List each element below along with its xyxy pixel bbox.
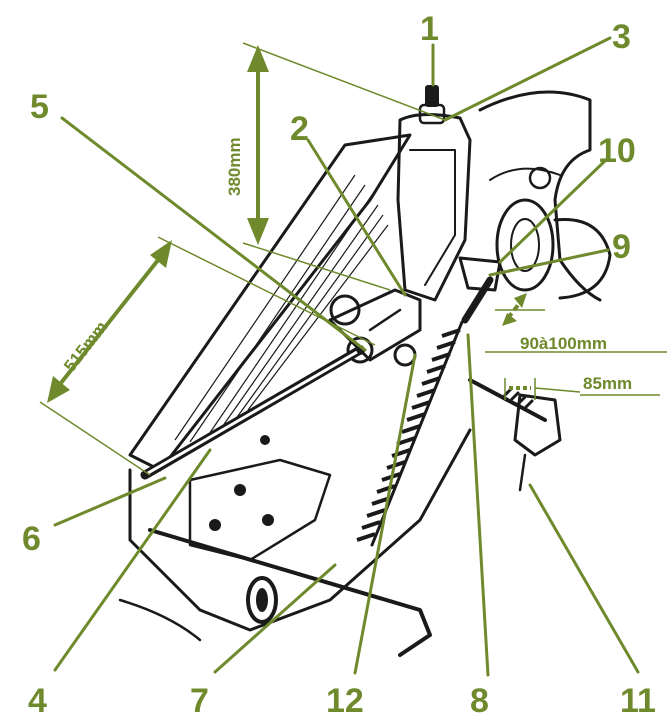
callout-11: 11 (620, 682, 656, 720)
dim-380-label: 380mm (225, 137, 244, 196)
callout-3: 3 (612, 18, 631, 56)
callout-leaders (53, 36, 640, 677)
panel-hatching (174, 174, 389, 443)
callout-10: 10 (598, 132, 636, 170)
dimension-85: 85mm (504, 374, 660, 400)
dim-515-label: 515mm (60, 318, 111, 376)
callout-12: 12 (326, 682, 364, 720)
callout-numbers: 1 2 3 4 5 6 7 8 9 10 11 12 (22, 10, 656, 720)
callout-4: 4 (28, 682, 47, 720)
callout-7: 7 (190, 682, 209, 720)
leader-2 (306, 138, 407, 297)
callout-5: 5 (30, 88, 49, 126)
dimension-380: 380mm (225, 42, 446, 291)
callout-6: 6 (22, 520, 41, 558)
leader-4 (53, 448, 212, 672)
leader-10 (498, 156, 610, 264)
leader-11 (528, 483, 640, 674)
leader-3 (443, 36, 612, 122)
dim-85-label: 85mm (583, 374, 632, 393)
leader-6 (53, 476, 167, 527)
dimension-90-100: 90à100mm (485, 293, 667, 353)
leader-12 (353, 353, 417, 675)
callout-1: 1 (420, 10, 439, 48)
leader-5 (60, 116, 367, 352)
leader-8 (466, 333, 490, 677)
callout-8: 8 (470, 682, 489, 720)
callout-9: 9 (612, 228, 631, 266)
machine-illustration (118, 85, 612, 657)
leader-9 (488, 248, 610, 277)
callout-2: 2 (290, 110, 309, 148)
leader-7 (213, 563, 337, 674)
dim-90-100-label: 90à100mm (520, 334, 607, 353)
